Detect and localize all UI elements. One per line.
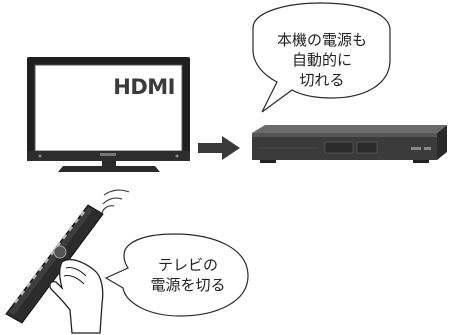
bubble-line: 電源を切る <box>150 276 226 294</box>
bubble-line: 本機の電源も <box>276 31 367 49</box>
bubble-line: 切れる <box>299 71 345 89</box>
recorder-bubble-text: 本機の電源も 自動的に 切れる <box>258 30 386 90</box>
remote-control-icon <box>5 204 104 324</box>
remote-bubble-text: テレビの 電源を切る <box>128 255 248 295</box>
tv-screen-label: HDMI <box>113 75 175 99</box>
hand-icon <box>49 258 104 334</box>
signal-waves-icon <box>101 189 130 214</box>
recorder-icon <box>252 125 447 163</box>
arrow-right-icon <box>198 136 240 160</box>
tv-icon <box>27 57 190 172</box>
recorder-speech-bubble <box>252 2 391 113</box>
remote-speech-bubble <box>104 233 249 317</box>
bubble-line: テレビの <box>157 256 218 274</box>
bubble-line: 自動的に <box>291 51 352 69</box>
